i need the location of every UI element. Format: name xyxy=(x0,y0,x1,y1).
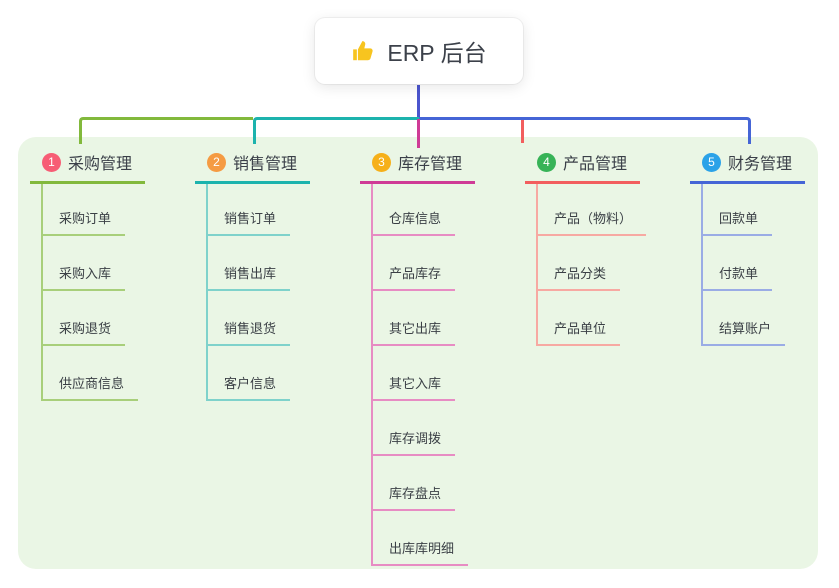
branch-children: 仓库信息产品库存其它出库其它入库库存调拨库存盘点出库库明细 xyxy=(371,184,475,566)
child-node[interactable]: 销售订单 xyxy=(208,184,291,236)
branch-node[interactable]: 2 销售管理 xyxy=(195,150,310,184)
branch-node[interactable]: 4 产品管理 xyxy=(525,150,640,184)
branch-node-label: 采购管理 xyxy=(68,156,133,173)
mindmap-canvas xyxy=(18,137,818,569)
child-node[interactable]: 销售出库 xyxy=(208,236,291,291)
branch-node-label: 产品管理 xyxy=(563,156,628,173)
branch-column-5: 5 财务管理回款单付款单结算账户 xyxy=(690,150,805,346)
child-node[interactable]: 采购退货 xyxy=(43,291,126,346)
child-node[interactable]: 产品库存 xyxy=(373,236,456,291)
thumbs-up-icon xyxy=(351,38,377,64)
branch-children: 回款单付款单结算账户 xyxy=(701,184,805,346)
branch-children: 销售订单销售出库销售退货客户信息 xyxy=(206,184,310,401)
child-node[interactable]: 供应商信息 xyxy=(43,346,139,401)
root-node[interactable]: ERP 后台 xyxy=(315,18,523,84)
branch-index-badge: 4 xyxy=(537,152,556,172)
child-node[interactable]: 仓库信息 xyxy=(373,184,456,236)
branch-node-label: 财务管理 xyxy=(728,156,793,173)
connector-branch-3 xyxy=(417,119,420,148)
branch-children: 采购订单采购入库采购退货供应商信息 xyxy=(41,184,145,401)
child-node[interactable]: 采购入库 xyxy=(43,236,126,291)
branch-node-label: 销售管理 xyxy=(233,156,298,173)
branch-column-2: 2 销售管理销售订单销售出库销售退货客户信息 xyxy=(195,150,310,401)
child-node[interactable]: 产品分类 xyxy=(538,236,621,291)
child-node[interactable]: 回款单 xyxy=(703,184,773,236)
child-node[interactable]: 库存盘点 xyxy=(373,456,456,511)
branch-node[interactable]: 1 采购管理 xyxy=(30,150,145,184)
branch-children: 产品（物料）产品分类产品单位 xyxy=(536,184,647,346)
branch-node[interactable]: 5 财务管理 xyxy=(690,150,805,184)
child-node[interactable]: 采购订单 xyxy=(43,184,126,236)
child-node[interactable]: 产品（物料） xyxy=(538,184,647,236)
branch-column-3: 3 库存管理仓库信息产品库存其它出库其它入库库存调拨库存盘点出库库明细 xyxy=(360,150,475,566)
branch-index-badge: 1 xyxy=(42,152,61,172)
child-node[interactable]: 客户信息 xyxy=(208,346,291,401)
branch-node[interactable]: 3 库存管理 xyxy=(360,150,475,184)
child-node[interactable]: 付款单 xyxy=(703,236,773,291)
child-node[interactable]: 结算账户 xyxy=(703,291,786,346)
child-node[interactable]: 出库库明细 xyxy=(373,511,469,566)
connector-branch-1 xyxy=(79,117,253,144)
branch-column-4: 4 产品管理产品（物料）产品分类产品单位 xyxy=(525,150,647,346)
branch-column-1: 1 采购管理采购订单采购入库采购退货供应商信息 xyxy=(30,150,145,401)
connector-branch-4 xyxy=(521,120,524,143)
branch-node-label: 库存管理 xyxy=(398,156,463,173)
branch-index-badge: 2 xyxy=(207,152,226,172)
child-node[interactable]: 其它出库 xyxy=(373,291,456,346)
connector-branch-5 xyxy=(419,117,751,144)
branch-index-badge: 5 xyxy=(702,152,721,172)
child-node[interactable]: 库存调拨 xyxy=(373,401,456,456)
root-node-label: ERP 后台 xyxy=(387,40,487,66)
connector-branch-2 xyxy=(253,117,419,144)
connector-root-line xyxy=(417,84,420,118)
child-node[interactable]: 其它入库 xyxy=(373,346,456,401)
branch-index-badge: 3 xyxy=(372,152,391,172)
child-node[interactable]: 销售退货 xyxy=(208,291,291,346)
child-node[interactable]: 产品单位 xyxy=(538,291,621,346)
